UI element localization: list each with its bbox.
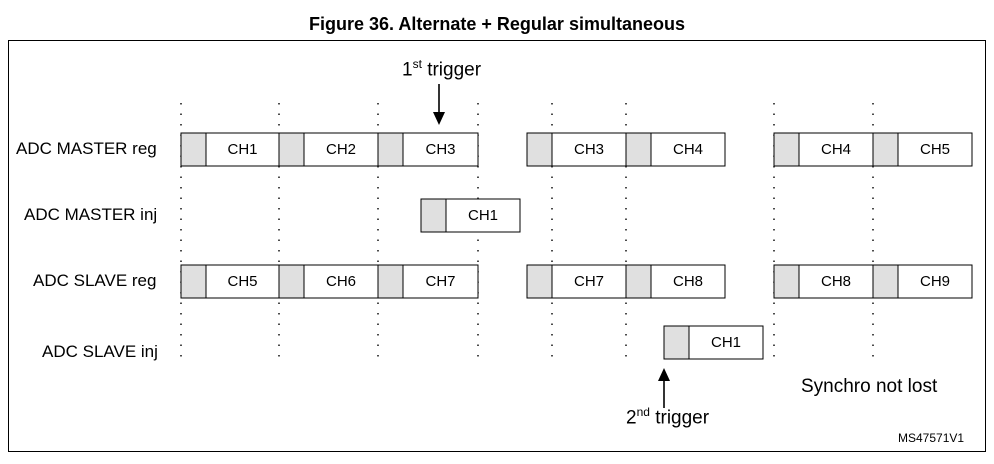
sample-phase (420, 198, 447, 233)
master-reg-ch: CH1 (227, 141, 258, 158)
figure-reference: MS47571V1 (898, 431, 965, 445)
sample-phase (773, 264, 800, 299)
sample-phase (180, 264, 207, 299)
sample-phase (180, 132, 207, 167)
sample-phase (872, 132, 899, 167)
first-trigger-label: 1st trigger (402, 57, 482, 81)
sample-phase (625, 264, 652, 299)
sample-phase (663, 325, 690, 360)
master-reg-ch: CH3 (573, 141, 604, 158)
slave-reg-ch: CH7 (573, 273, 604, 290)
sample-phase (773, 132, 800, 167)
sample-phase (377, 132, 404, 167)
sample-phase (526, 132, 553, 167)
row-label-slave-reg: ADC SLAVE reg (33, 271, 157, 290)
second-trigger-label: 2nd trigger (626, 405, 710, 429)
sample-phase (278, 132, 305, 167)
slave-reg-ch: CH7 (425, 273, 456, 290)
synchro-note: Synchro not lost (801, 376, 938, 397)
slave-reg-ch: CH8 (820, 273, 851, 290)
row-label-master-inj: ADC MASTER inj (24, 205, 158, 224)
slave-inj-ch: CH1 (710, 334, 741, 351)
master-inj-track (420, 198, 521, 233)
slave-inj-track (663, 325, 764, 360)
row-label-slave-inj: ADC SLAVE inj (42, 342, 158, 361)
master-reg-ch: CH4 (672, 141, 703, 158)
slave-reg-ch: CH9 (919, 273, 950, 290)
master-reg-ch: CH4 (820, 141, 851, 158)
slave-reg-track (180, 264, 973, 299)
sample-phase (625, 132, 652, 167)
trigger2-arrow (658, 368, 670, 408)
slave-reg-ch: CH6 (325, 273, 356, 290)
master-reg-track (180, 132, 973, 167)
diagram-frame (8, 40, 986, 452)
master-reg-ch: CH2 (325, 141, 356, 158)
master-inj-ch: CH1 (467, 207, 498, 224)
master-reg-ch: CH5 (919, 141, 950, 158)
row-label-master-reg: ADC MASTER reg (16, 139, 157, 158)
figure-title: Figure 36. Alternate + Regular simultane… (309, 14, 685, 34)
trigger1-arrow (433, 84, 445, 125)
slave-reg-ch: CH8 (672, 273, 703, 290)
segment-box (180, 264, 479, 299)
slave-reg-ch: CH5 (227, 273, 258, 290)
sample-phase (526, 264, 553, 299)
master-reg-ch: CH3 (425, 141, 456, 158)
segment-box (180, 132, 479, 167)
sample-phase (872, 264, 899, 299)
sample-phase (377, 264, 404, 299)
sample-phase (278, 264, 305, 299)
